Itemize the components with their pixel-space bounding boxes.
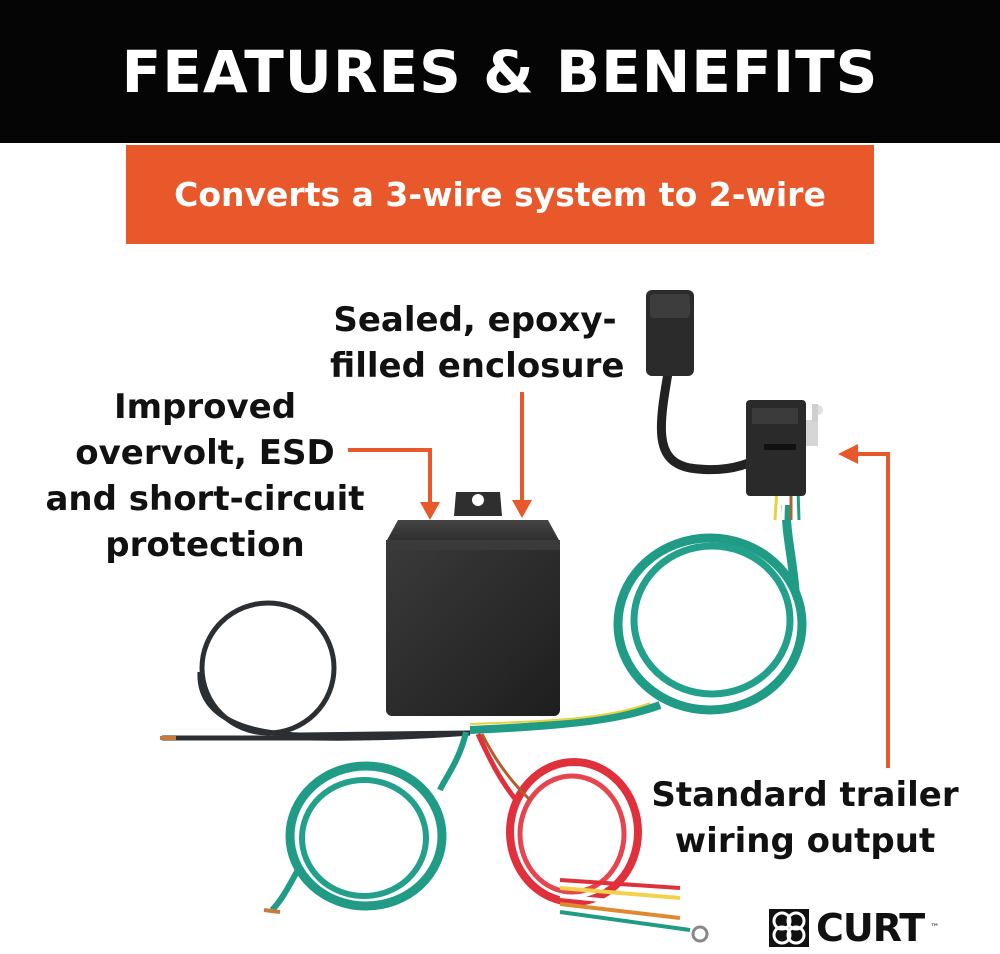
callout-line: Improved [113, 387, 297, 427]
callout-standard-output: Standard trailer wiring output [650, 772, 960, 864]
curt-logo-icon [769, 909, 809, 947]
green-input-coil [263, 731, 469, 914]
trailer-connector [646, 290, 823, 496]
brand-logo: CURT ™ [768, 906, 939, 950]
callout-line: Sealed, epoxy- [333, 300, 617, 340]
callout-line: and short-circuit [45, 479, 365, 519]
subtitle-banner: Converts a 3-wire system to 2-wire [126, 145, 874, 244]
callout-protection: Improved overvolt, ESD and short-circuit… [40, 384, 370, 568]
red-input-coil [475, 732, 709, 943]
callout-line: wiring output [674, 821, 936, 861]
callout-line: Standard trailer [651, 775, 959, 815]
header-bar: FEATURES & BENEFITS [0, 0, 1000, 143]
page-title: FEATURES & BENEFITS [121, 37, 879, 106]
callout-line: overvolt, ESD [75, 433, 335, 473]
converter-module [386, 492, 560, 716]
orange-arrow-icon [348, 448, 440, 520]
callout-line: protection [105, 525, 305, 565]
callout-line: filled enclosure [330, 346, 625, 386]
banner-text: Converts a 3-wire system to 2-wire [174, 175, 826, 214]
orange-arrow-icon [512, 392, 532, 518]
trademark-mark: ™ [930, 923, 940, 933]
callout-sealed-enclosure: Sealed, epoxy- filled enclosure [330, 297, 625, 389]
brand-name: CURT [816, 906, 925, 950]
black-wire-loop [160, 600, 471, 741]
orange-arrow-icon [838, 444, 890, 768]
